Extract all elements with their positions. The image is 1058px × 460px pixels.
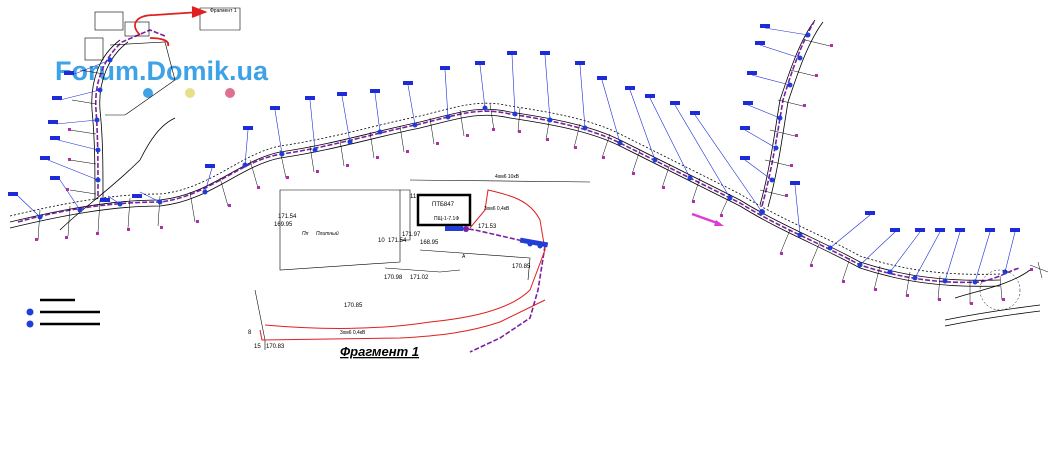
legend — [26, 298, 100, 328]
station-name: ПТБ847 — [432, 202, 455, 208]
elev-2: 169.95 — [274, 222, 293, 228]
num-val: 171.54 — [388, 238, 407, 244]
elev-10: 170.83 — [266, 344, 285, 350]
callouts — [17, 27, 1016, 283]
elev-3: 171.97 — [402, 232, 421, 238]
num-15: 15 — [254, 344, 261, 350]
fragment-note: Фрагмент 1 — [210, 8, 237, 14]
settlement-block — [84, 7, 241, 116]
fragment-inset: ПТБ847 ПЩ-1-7.1Ф 4хм6 10кВ 3хм6 0,4кВ 3х… — [248, 174, 591, 359]
letter-a: А — [462, 254, 466, 260]
cable-right-label: 3хм6 0,4кВ — [484, 206, 510, 212]
station-ticks — [37, 39, 1003, 304]
elev-7: 170.98 — [384, 275, 403, 281]
num-8: 8 — [248, 330, 252, 336]
magenta-arrow — [691, 212, 724, 226]
road-name-2: Плитный — [316, 230, 339, 237]
fragment-caption: Фрагмент 1 — [340, 344, 419, 359]
elev-1: 171.54 — [278, 214, 297, 220]
cable-top-label: 4хм6 10кВ — [495, 174, 520, 180]
fragment-arrow — [134, 6, 208, 47]
box-sub: ПЩ-1-7.1Ф — [434, 216, 459, 222]
elev-9: 170.85 — [344, 303, 363, 309]
watermark-dot-yellow — [185, 88, 195, 98]
elev-6: 170.85 — [512, 264, 531, 270]
watermark-text: Forum.Domik.ua — [55, 56, 269, 86]
end-details — [979, 261, 1049, 311]
watermark: Forum.Domik.ua — [55, 56, 269, 98]
num-10: 10 — [378, 238, 385, 244]
road-name: Пп — [302, 231, 309, 237]
num-11: 11 — [410, 194, 417, 200]
elev-4: 168.95 — [420, 240, 439, 246]
boundary-points — [35, 44, 1033, 305]
watermark-dot-blue — [143, 88, 153, 98]
cable-bottom-label: 3хм6 0,4кВ — [340, 330, 366, 336]
elev-8: 171.02 — [410, 275, 429, 281]
station-box — [416, 193, 472, 227]
callout-marks — [8, 24, 1020, 232]
watermark-dot-pink — [225, 88, 235, 98]
red-boundary — [264, 189, 546, 329]
road-alignment — [9, 19, 1041, 327]
elev-5: 171.53 — [478, 224, 497, 230]
